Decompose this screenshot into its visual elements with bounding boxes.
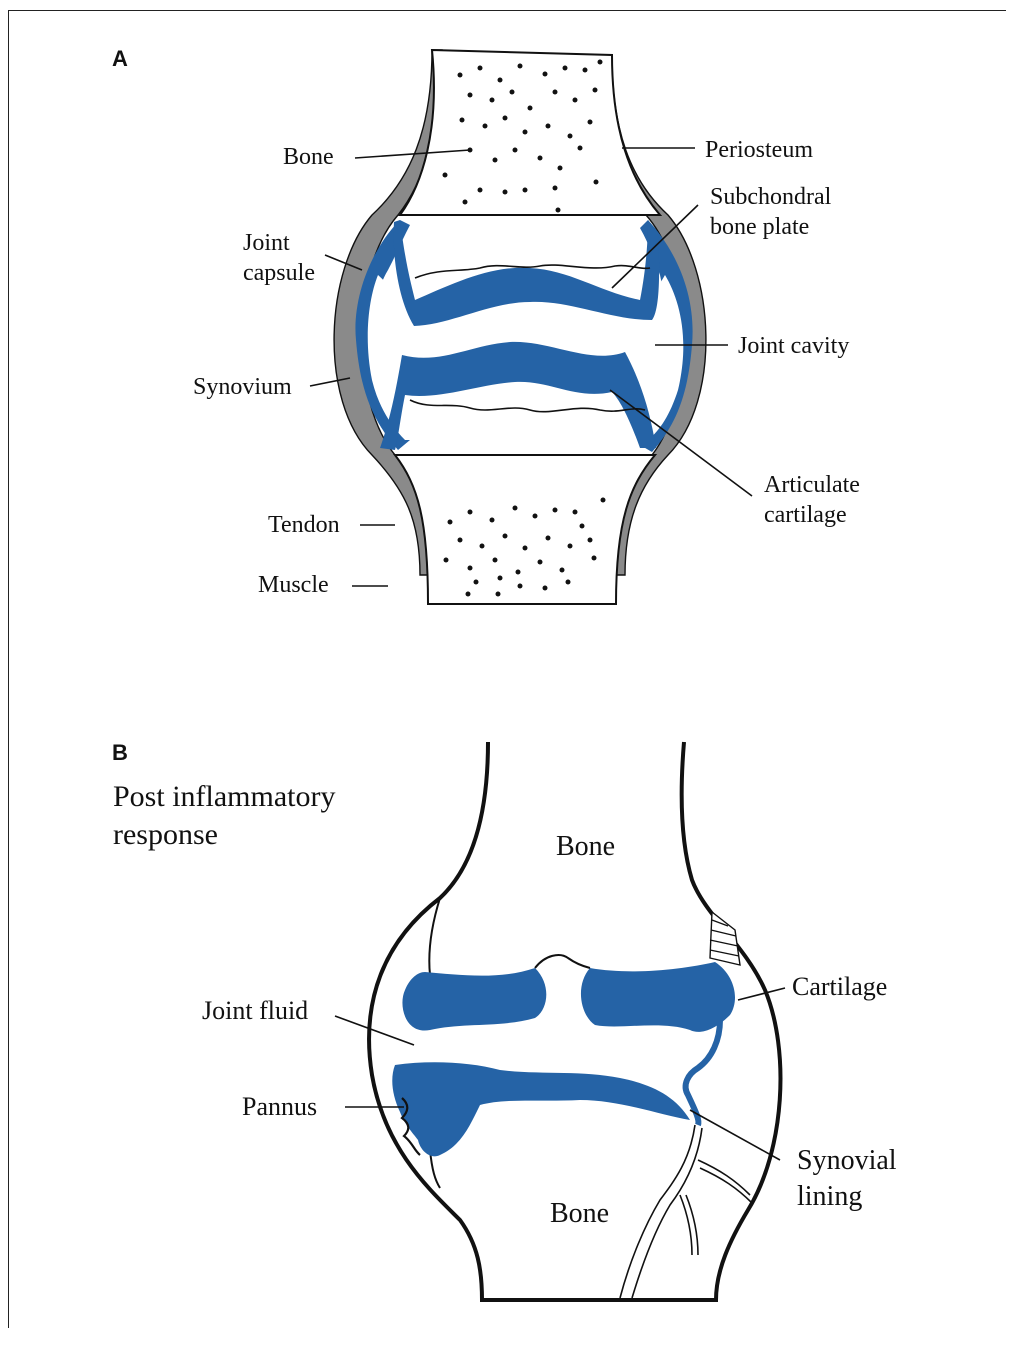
lower-cartilage-pannus <box>392 1062 690 1156</box>
label-muscle: Muscle <box>258 572 329 598</box>
label-synovial-2: lining <box>797 1181 862 1212</box>
upper-cartilage-left <box>402 968 546 1031</box>
lower-bone-outline <box>395 455 655 604</box>
panel-b-title-1: Post inflammatory <box>113 780 335 813</box>
label-joint-capsule-1: Joint <box>243 230 290 256</box>
label-bone: Bone <box>283 144 334 170</box>
hatched-synovium <box>710 912 740 965</box>
label-subchondral-1: Subchondral <box>710 184 832 210</box>
bone-fissures <box>620 1125 752 1298</box>
panel-b-label: B <box>112 740 128 765</box>
label-tendon: Tendon <box>268 512 340 538</box>
label-bone-bottom: Bone <box>550 1198 609 1229</box>
upper-cartilage-right <box>581 962 735 1032</box>
upper-bone-outline <box>400 50 660 215</box>
label-cartilage: Cartilage <box>792 972 887 1001</box>
label-pannus: Pannus <box>242 1092 317 1121</box>
panel-a: A <box>112 46 860 604</box>
label-articulate-2: cartilage <box>764 502 847 528</box>
label-periosteum: Periosteum <box>705 137 813 163</box>
panel-a-label: A <box>112 46 128 71</box>
synovial-strand <box>686 1020 720 1125</box>
panel-b: B Post inflammatory response <box>112 740 897 1300</box>
label-synovium: Synovium <box>193 374 292 400</box>
panel-b-title-2: response <box>113 818 218 851</box>
label-synovial-1: Synovial <box>797 1145 897 1176</box>
label-bone-top: Bone <box>556 831 615 862</box>
label-articulate-1: Articulate <box>764 472 860 498</box>
label-joint-capsule-2: capsule <box>243 260 315 286</box>
label-joint-cavity: Joint cavity <box>738 333 849 359</box>
label-subchondral-2: bone plate <box>710 214 809 240</box>
upper-bone-notch <box>535 955 590 968</box>
label-joint-fluid: Joint fluid <box>202 996 308 1025</box>
